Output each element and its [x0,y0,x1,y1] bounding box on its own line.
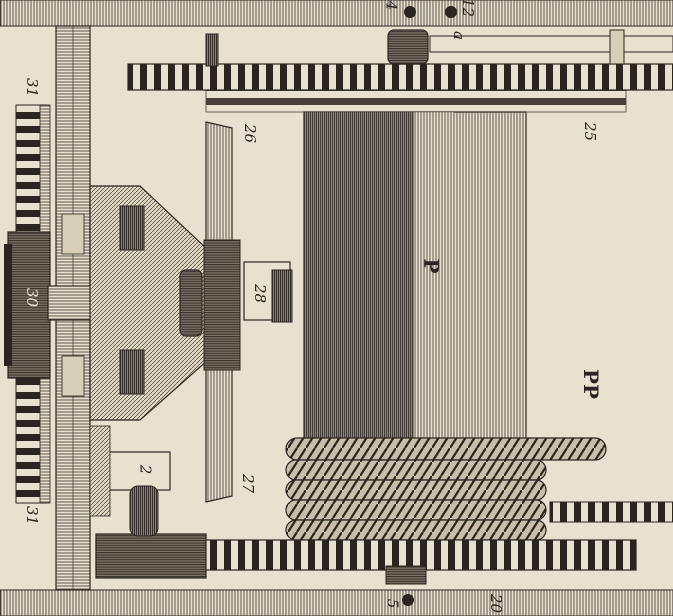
gear-25 [127,63,673,91]
label-31-bottom: 31 [23,505,42,526]
lower-bracket-2 [107,451,171,491]
label-25: 25 [581,121,600,142]
pinion-30 [7,231,51,379]
label-12: 12 [459,0,478,18]
label-20: 20 [487,593,506,614]
label-31-top: 31 [23,77,42,98]
rope-coils-pp [285,437,607,541]
label-2: 2 [136,464,155,475]
label-28: 28 [251,283,270,304]
label-a: a [449,31,468,40]
label-30: 30 [23,287,42,308]
label-pp: PP [579,368,604,400]
label-4: 4 [382,0,401,11]
label-5: 5 [383,598,402,609]
label-26: 26 [241,123,260,144]
label-p: P [419,258,444,274]
top-frame-ruling [0,0,673,27]
bottom-frame-ruling [0,589,673,616]
label-27: 27 [239,473,258,494]
